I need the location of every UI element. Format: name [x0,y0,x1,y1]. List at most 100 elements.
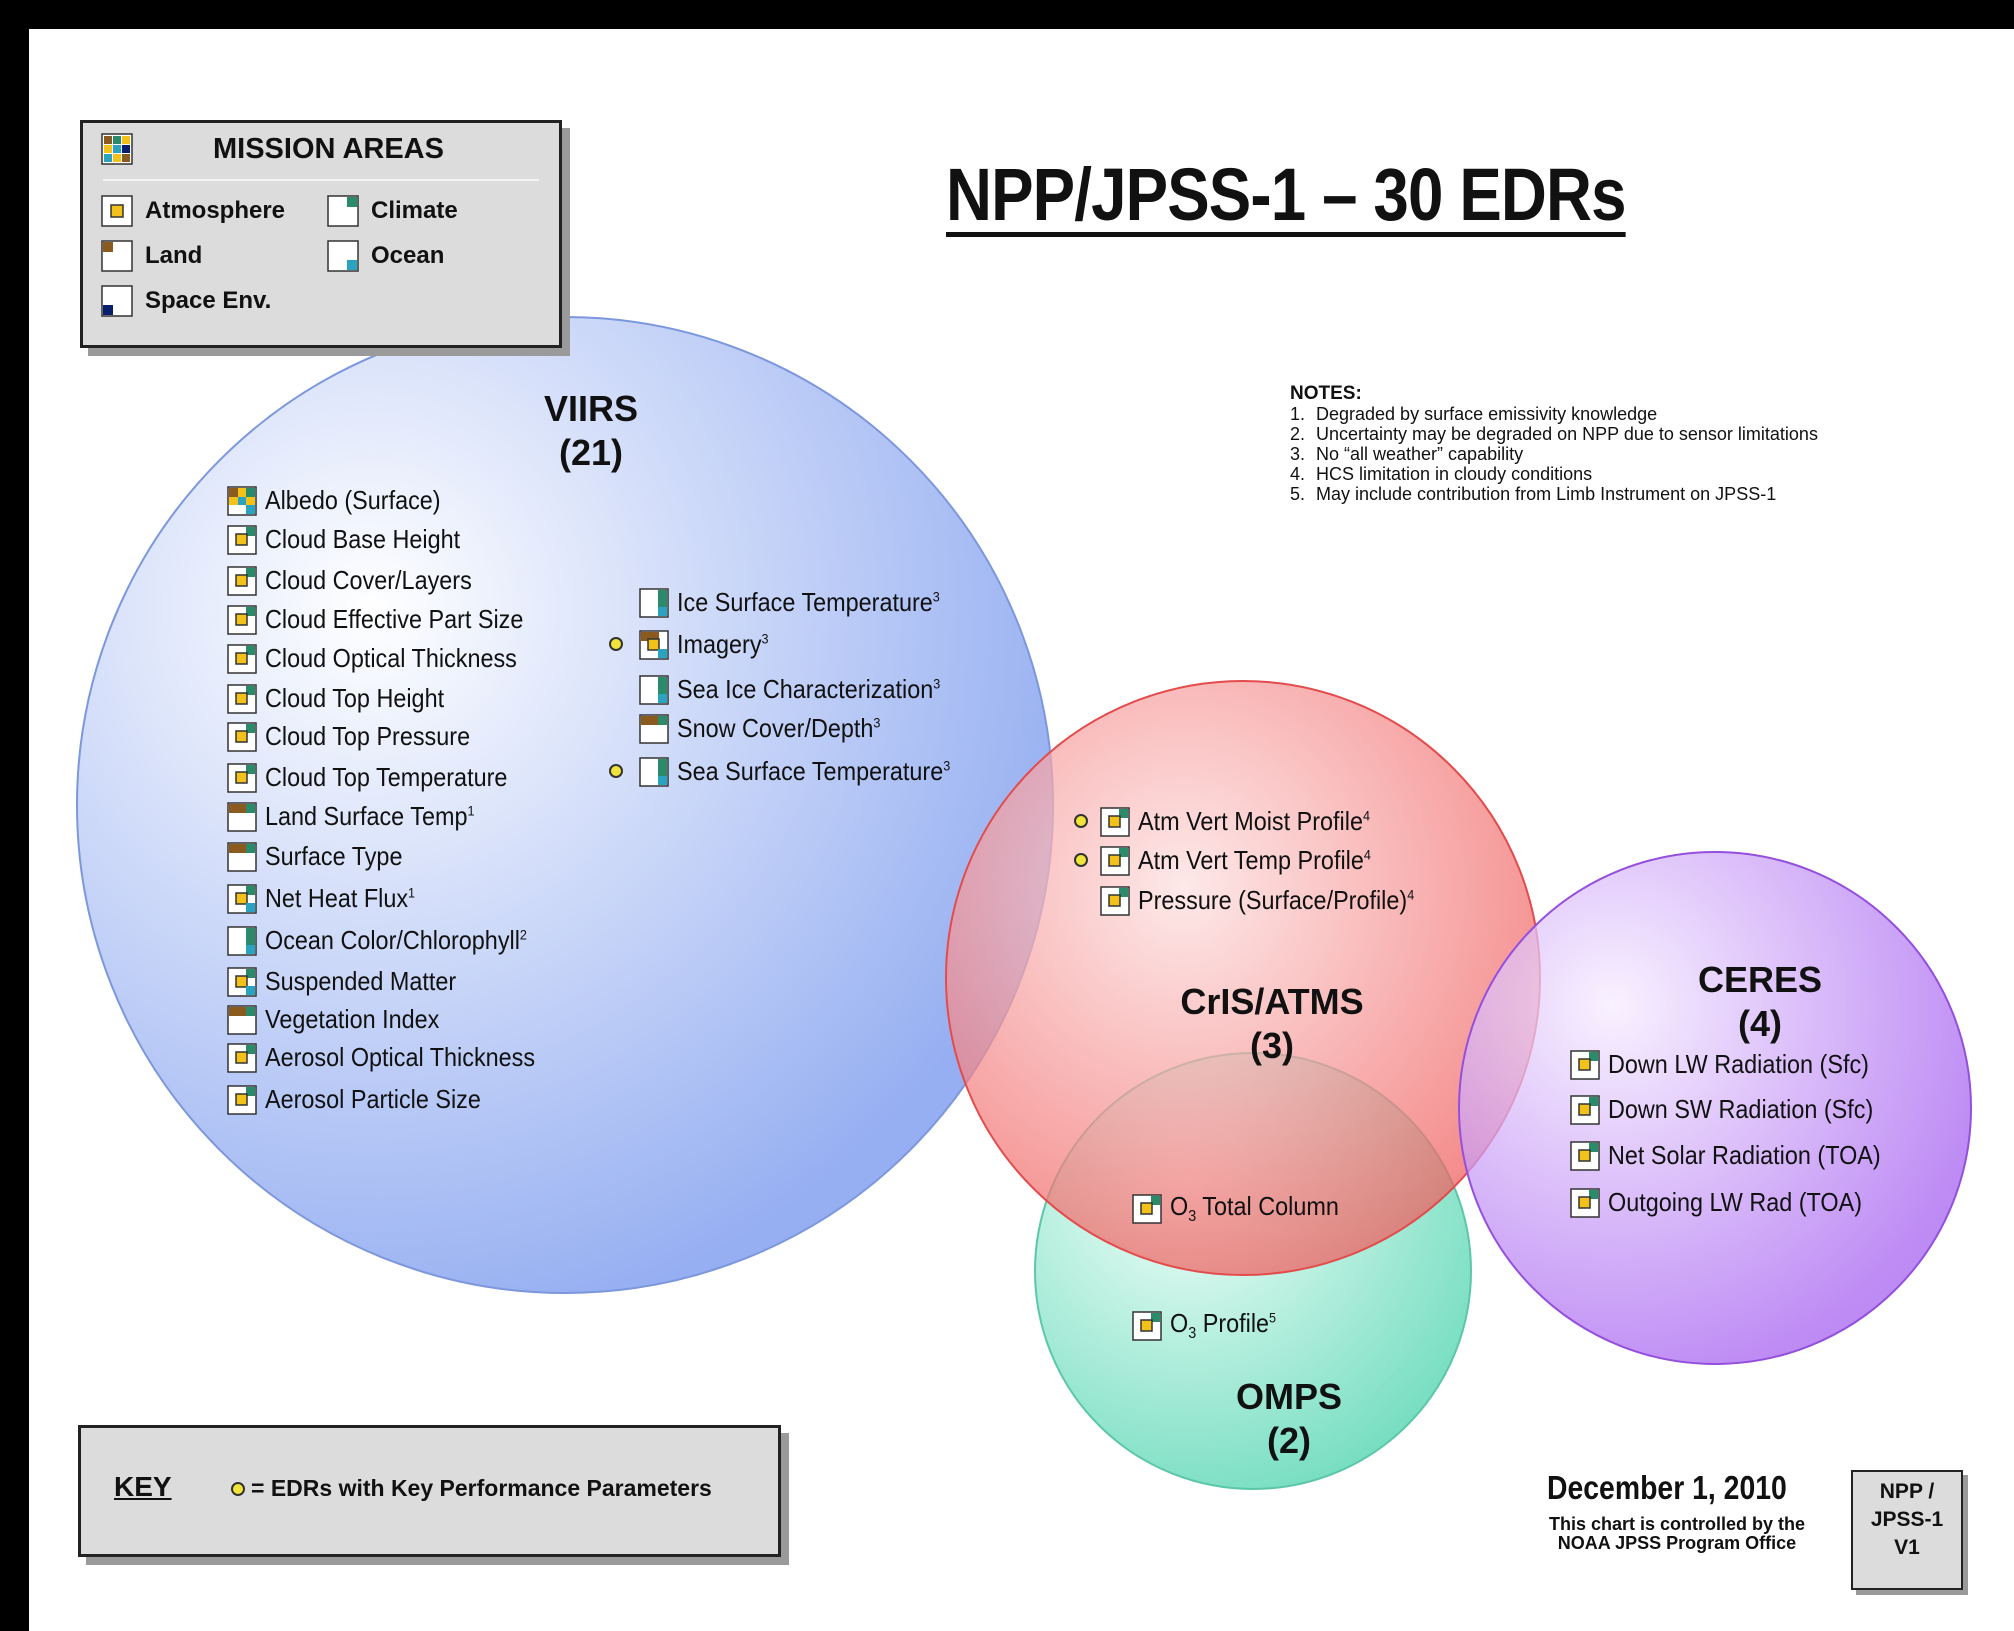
edr-label: Cloud Top Temperature [265,762,508,792]
atm-climate-icon [1570,1094,1600,1125]
edr-label: Down LW Radiation (Sfc) [1608,1049,1869,1079]
edr-label: Atm Vert Temp Profile4 [1138,845,1371,875]
edr-label: Net Solar Radiation (TOA) [1608,1140,1881,1170]
note-item: 1.Degraded by surface emissivity knowled… [1290,404,1658,424]
edr-note-ref: 3 [933,675,941,692]
cris-atms-title: CrIS/ATMS (3) [1147,980,1397,1068]
edr-label: Ice Surface Temperature3 [677,587,940,617]
edr-item: Net Heat Flux1 [227,883,432,914]
legend-climate: Climate [327,195,458,227]
note-item: 4.HCS limitation in cloudy conditions [1290,464,1593,484]
land-icon [101,240,133,272]
edr-note-ref: 4 [1363,846,1371,863]
edr-note-ref: 3 [761,630,769,647]
edr-note-ref: 1 [408,884,416,901]
instrument-count: (3) [1250,1025,1294,1066]
edr-note-ref: 4 [1362,807,1370,824]
atm-climate-icon [227,565,257,596]
instrument-name: CrIS/ATMS [1180,981,1364,1022]
edr-note-ref: 1 [467,802,475,819]
edr-note-ref: 3 [943,757,951,774]
edr-item: O3 Total Column [1132,1191,1358,1226]
key-row: = EDRs with Key Performance Parameters [231,1475,712,1502]
note-item: 2.Uncertainty may be degraded on NPP due… [1290,424,1818,444]
edr-label: Net Heat Flux1 [265,883,416,913]
version-line: V1 [1894,1536,1920,1559]
notes: NOTES: 1.Degraded by surface emissivity … [1290,384,1818,505]
edr-item: Down SW Radiation (Sfc) [1570,1094,1903,1125]
atm-climate-icon [227,524,257,555]
land-atm-ocean-icon [639,629,669,660]
edr-item: Pressure (Surface/Profile)4 [1100,885,1445,916]
ocean-icon [327,240,359,272]
mission-areas-panel: MISSION AREAS Atmosphere Climate Land Oc… [80,120,562,348]
climate-ocean-icon [639,674,669,705]
atm-climate-icon [227,683,257,714]
edr-item: Aerosol Optical Thickness [227,1042,565,1073]
ceres-circle [1458,851,1972,1365]
edr-item: Albedo (Surface) [227,485,460,516]
omps-title: OMPS (2) [1189,1375,1389,1463]
key-title: KEY [114,1471,172,1502]
land-climate-icon [227,1004,257,1035]
edr-item: Imagery3 [639,629,779,660]
chart-date: December 1, 2010 [1547,1469,1787,1506]
atm-climate-icon [1100,885,1130,916]
edr-label: Down SW Radiation (Sfc) [1608,1094,1874,1124]
edr-item: Cloud Top Pressure [227,721,493,752]
legend-label: Climate [371,197,458,224]
mission-areas-title: MISSION AREAS [213,133,444,165]
space-env-icon [101,285,133,317]
edr-label: Atm Vert Moist Profile4 [1138,806,1370,836]
atm-climate-icon [1132,1193,1162,1224]
edr-item: Cloud Top Height [227,683,464,714]
edr-label: Cloud Optical Thickness [265,643,517,673]
edr-label: Outgoing LW Rad (TOA) [1608,1187,1863,1217]
divider [103,179,539,181]
edr-item: Down LW Radiation (Sfc) [1570,1049,1898,1080]
edr-item: Cloud Cover/Layers [227,565,495,596]
edr-label: Suspended Matter [265,966,457,996]
edr-label: Cloud Top Pressure [265,721,471,751]
edr-label: Aerosol Optical Thickness [265,1042,536,1072]
instrument-name: VIIRS [543,388,639,429]
climate-ocean-icon [227,925,257,956]
version-box: NPP / JPSS-1 V1 [1851,1470,1963,1590]
edr-item: Vegetation Index [227,1004,459,1035]
edr-subscript: 3 [1188,1325,1197,1343]
edr-label: Sea Ice Characterization3 [677,674,941,704]
key-text: = EDRs with Key Performance Parameters [251,1475,712,1501]
edr-item: Land Surface Temp1 [227,801,498,832]
legend-atmosphere: Atmosphere [101,195,285,227]
atm-climate-icon [227,1042,257,1073]
climate-ocean-icon [639,587,669,618]
note-item: 3.No “all weather” capability [1290,444,1524,464]
kpp-dot-icon [1074,853,1088,867]
version-line: JPSS-1 [1870,1508,1944,1531]
control-note: This chart is controlled by the NOAA JPS… [1527,1515,1827,1553]
edr-item: Atm Vert Moist Profile4 [1100,806,1396,837]
edr-item: Surface Type [227,841,418,872]
kpp-dot-icon [231,1481,245,1496]
edr-label: Cloud Cover/Layers [265,565,472,595]
edr-item: Net Solar Radiation (TOA) [1570,1140,1911,1171]
climate-ocean-icon [639,756,669,787]
edr-item: Cloud Optical Thickness [227,643,545,674]
edr-label: Land Surface Temp1 [265,801,475,831]
kpp-dot-icon [609,637,623,651]
atm-climate-icon [1570,1140,1600,1171]
edr-label: Surface Type [265,841,403,871]
version-line: NPP / [1879,1480,1935,1503]
climate-icon [327,195,359,227]
edr-item: Sea Surface Temperature3 [639,756,981,787]
atm-climate-icon [227,721,257,752]
atm-climate-ocean-icon [227,966,257,997]
edr-note-ref: 3 [932,588,940,605]
edr-label: Imagery3 [677,629,769,659]
edr-item: Aerosol Particle Size [227,1084,505,1115]
atm-climate-icon [227,762,257,793]
edr-label: Cloud Base Height [265,524,461,554]
legend-label: Ocean [371,242,445,269]
edr-note-ref: 2 [519,926,527,943]
edr-label: Vegetation Index [265,1004,440,1034]
